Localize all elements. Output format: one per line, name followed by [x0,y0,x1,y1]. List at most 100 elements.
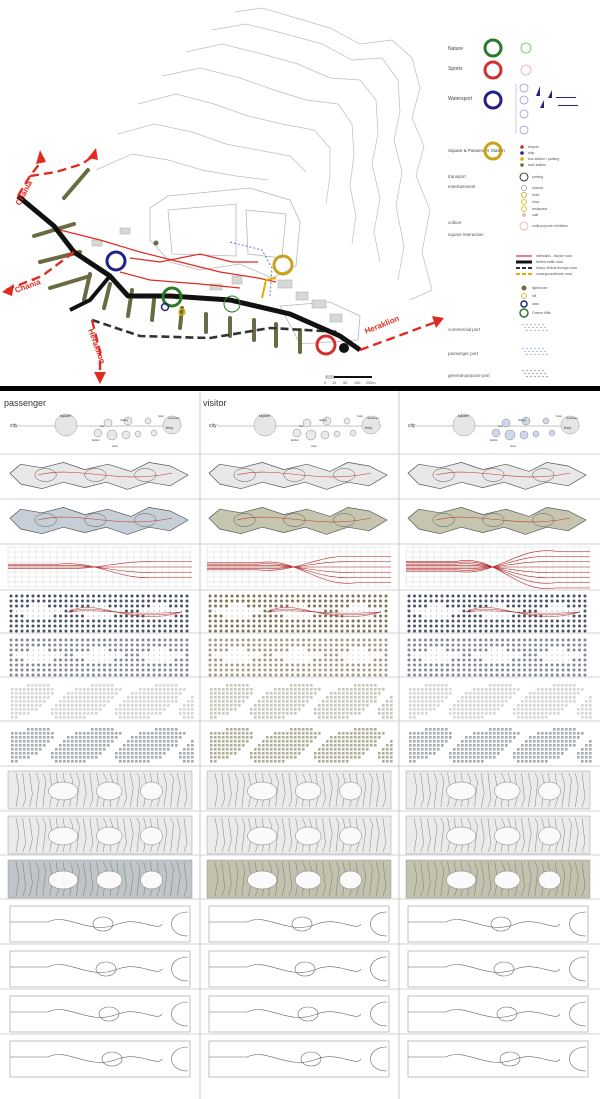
pixel-cell [382,708,385,711]
density-dot [479,619,482,623]
density-dot [9,658,13,662]
density-dot [523,594,526,598]
pixel-cell [286,740,289,743]
mesh-edge [183,817,188,843]
pixel-cell [290,756,293,759]
pixel-cell [489,752,492,755]
density-dot [368,673,371,677]
pixel-cell [183,756,186,759]
pixel-cell [413,716,416,719]
pixel-cell [573,740,576,743]
pixel-cell [485,704,488,707]
density-dot [307,594,311,598]
mesh-edge [487,817,492,844]
density-dot [446,629,449,633]
pixel-cell [330,760,333,763]
pixel-cell [577,692,580,695]
pixel-cell [103,692,106,695]
pixel-cell [362,732,365,735]
pixel-cell [155,692,158,695]
density-dot [185,658,189,662]
density-dot [351,629,355,633]
pixel-cell [151,704,154,707]
density-dot [506,624,510,628]
outline-void [294,961,316,977]
port-hatch-mark [543,326,547,329]
pixel-cell [222,708,225,711]
mesh-edge [554,797,559,808]
density-dot [274,624,278,628]
pixel-cell [31,684,34,687]
mesh-edge [76,826,80,853]
density-dot [368,604,371,608]
pixel-cell [282,760,285,763]
pixel-cell [234,740,237,743]
pixel-cell [131,756,134,759]
density-dot [20,599,24,603]
pixel-cell [214,708,217,711]
density-dot [119,643,123,647]
density-dot [97,594,101,598]
pixel-cell [565,728,568,731]
density-dot [313,614,316,618]
density-dot [108,638,112,642]
density-dot [208,663,212,667]
pixel-cell [87,752,90,755]
density-dot [534,629,537,633]
density-dot [501,599,504,603]
density-dot [357,673,360,677]
pixel-cell [286,748,289,751]
density-dot [379,654,382,656]
density-dot [75,663,79,667]
density-dot [373,673,377,677]
density-dot [373,604,377,608]
pixel-cell [537,744,540,747]
pixel-cell [187,744,190,747]
pixel-cell [390,744,393,747]
pixel-cell [457,716,460,719]
svg-text:passenger port: passenger port [448,351,479,356]
pixel-cell [27,732,30,735]
mesh-edge [454,887,458,897]
density-dot [528,668,532,672]
port-hatch-mark [541,329,545,332]
density-dot [561,673,565,677]
density-dot [572,638,576,642]
density-dot [252,604,256,608]
density-dot [125,604,128,608]
pixel-cell [358,704,361,707]
pixel-cell [429,752,432,755]
density-dot [48,643,51,647]
outline-diagram [407,1040,589,1078]
pixel-cell [326,760,329,763]
density-dot [545,638,548,642]
density-dot [302,594,305,598]
density-dot [545,648,548,652]
pixel-cell [163,744,166,747]
density-dot [208,629,212,633]
density-dot [87,659,89,661]
pixel-cell [525,740,528,743]
mesh-edge [362,772,367,786]
density-dot [285,648,289,652]
density-dot [9,663,13,667]
bubble-label-ferry: ferry [564,426,571,430]
mesh-edge [335,868,340,897]
mesh-edge [275,781,279,808]
density-dot [550,673,554,677]
pixel-cell [342,692,345,695]
mesh-edge [221,843,225,853]
mesh-edge [288,817,293,844]
pixel-cell [362,704,365,707]
pixel-cell [139,692,142,695]
pixel-cell [497,708,500,711]
density-dot [263,663,267,667]
outline-frame [208,905,390,943]
pixel-cell [290,740,293,743]
pixel-cell [573,692,576,695]
pixel-cell [71,748,74,751]
density-dot [435,668,438,672]
mesh-edge [163,830,168,853]
density-dot [512,619,515,623]
pixel-cell [342,760,345,763]
